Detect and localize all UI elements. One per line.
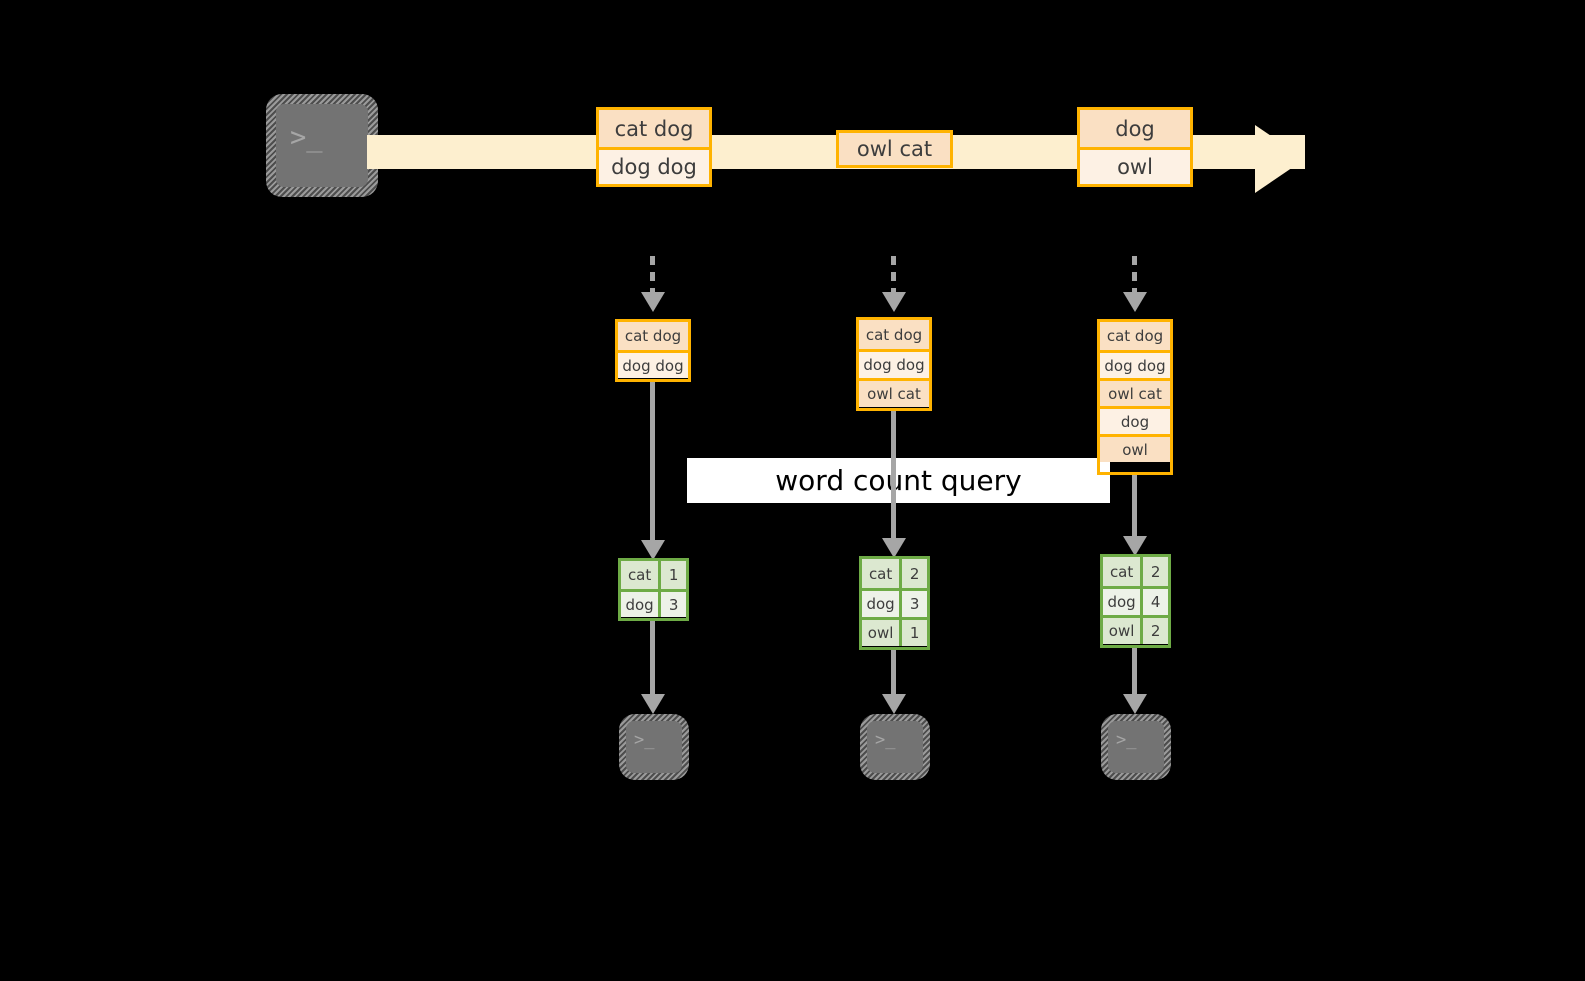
snapshot-1-query-arrowhead [641,540,665,560]
stream-event-3-line-2: owl [1080,147,1190,184]
snapshot-3-input-line-2: dog dog [1100,350,1170,378]
snapshot-2-result-word-3: owl [862,620,903,646]
snapshot-2-result-count-3: 1 [902,620,927,646]
snapshot-2-trigger-line [891,256,896,295]
snapshot-3-sink-arrowhead [1123,694,1147,714]
snapshot-3-result-count-3: 2 [1143,618,1168,644]
snapshot-1-sink-terminal-icon: >_ [619,714,689,780]
snapshot-2-sink-terminal-prompt-glyph: >_ [875,730,896,750]
table-row: owl 2 [1103,615,1168,644]
event-stream-arrowhead [1255,125,1305,193]
snapshot-2-result-count-1: 2 [902,559,927,588]
stream-event-3-line-1: dog [1080,110,1190,147]
snapshot-3-trigger-line [1132,256,1137,295]
snapshot-2-sink-arrowhead [882,694,906,714]
snapshot-2-trigger-arrowhead [882,292,906,312]
snapshot-2-sink-line [891,650,896,696]
snapshot-3-trigger-arrowhead [1123,292,1147,312]
table-row: cat 2 [1103,557,1168,586]
table-row: dog 3 [621,589,686,617]
table-row: cat 1 [621,561,686,589]
source-terminal-icon: >_ [266,94,378,197]
snapshot-2-input-line-2: dog dog [859,349,929,378]
stream-event-1-line-2: dog dog [599,147,709,184]
source-terminal-body [276,104,368,187]
snapshot-3-query-line [1132,475,1137,538]
table-row: dog 4 [1103,586,1168,615]
snapshot-1-result-word-2: dog [621,592,662,617]
snapshot-3-result-count-2: 4 [1143,589,1168,615]
snapshot-3-sink-terminal-body [1108,721,1164,773]
snapshot-1-sink-terminal-prompt-glyph: >_ [634,730,655,750]
stream-event-2: owl cat [836,130,953,168]
query-label: word count query [687,458,1110,503]
snapshot-1-input-table: cat dog dog dog [615,319,691,382]
snapshot-1-sink-line [650,621,655,696]
snapshot-2-result-word-1: cat [862,559,903,588]
snapshot-3-sink-terminal-prompt-glyph: >_ [1116,730,1137,750]
stream-event-3: dog owl [1077,107,1193,187]
snapshot-2-query-line [891,411,896,540]
snapshot-2-result-count-2: 3 [902,591,927,617]
snapshot-3-sink-terminal-icon: >_ [1101,714,1171,780]
snapshot-3-result-word-2: dog [1103,589,1144,615]
snapshot-3-result-table: cat 2 dog 4 owl 2 [1100,554,1171,648]
snapshot-3-result-count-1: 2 [1143,557,1168,586]
snapshot-3-sink-line [1132,648,1137,696]
table-row: owl 1 [862,617,927,646]
snapshot-1-result-table: cat 1 dog 3 [618,558,689,621]
table-row: dog 3 [862,588,927,617]
snapshot-1-input-line-2: dog dog [618,350,688,378]
stream-event-2-line-1: owl cat [839,133,950,165]
snapshot-1-result-word-1: cat [621,561,662,589]
snapshot-1-result-count-2: 3 [661,592,686,617]
table-row: cat 2 [862,559,927,588]
stream-event-1: cat dog dog dog [596,107,712,187]
snapshot-2-input-table: cat dog dog dog owl cat [856,317,932,411]
snapshot-3-input-line-4: dog [1100,406,1170,434]
snapshot-3-input-line-1: cat dog [1100,322,1170,350]
snapshot-1-trigger-arrowhead [641,292,665,312]
snapshot-2-input-line-1: cat dog [859,320,929,349]
snapshot-1-sink-arrowhead [641,694,665,714]
snapshot-3-input-table: cat dog dog dog owl cat dog owl [1097,319,1173,475]
source-terminal-prompt-glyph: >_ [290,122,323,153]
stream-event-1-line-1: cat dog [599,110,709,147]
snapshot-1-query-line [650,382,655,542]
snapshot-2-query-arrowhead [882,538,906,558]
snapshot-2-sink-terminal-icon: >_ [860,714,930,780]
snapshot-3-input-line-3: owl cat [1100,378,1170,406]
snapshot-3-result-word-1: cat [1103,557,1144,586]
snapshot-2-result-table: cat 2 dog 3 owl 1 [859,556,930,650]
snapshot-1-trigger-line [650,256,655,295]
snapshot-2-result-word-2: dog [862,591,903,617]
snapshot-2-sink-terminal-body [867,721,923,773]
snapshot-2-input-line-3: owl cat [859,378,929,407]
snapshot-3-result-word-3: owl [1103,618,1144,644]
snapshot-1-input-line-1: cat dog [618,322,688,350]
snapshot-3-input-line-5: owl [1100,434,1170,462]
snapshot-1-result-count-1: 1 [661,561,686,589]
snapshot-3-query-arrowhead [1123,536,1147,556]
snapshot-1-sink-terminal-body [626,721,682,773]
